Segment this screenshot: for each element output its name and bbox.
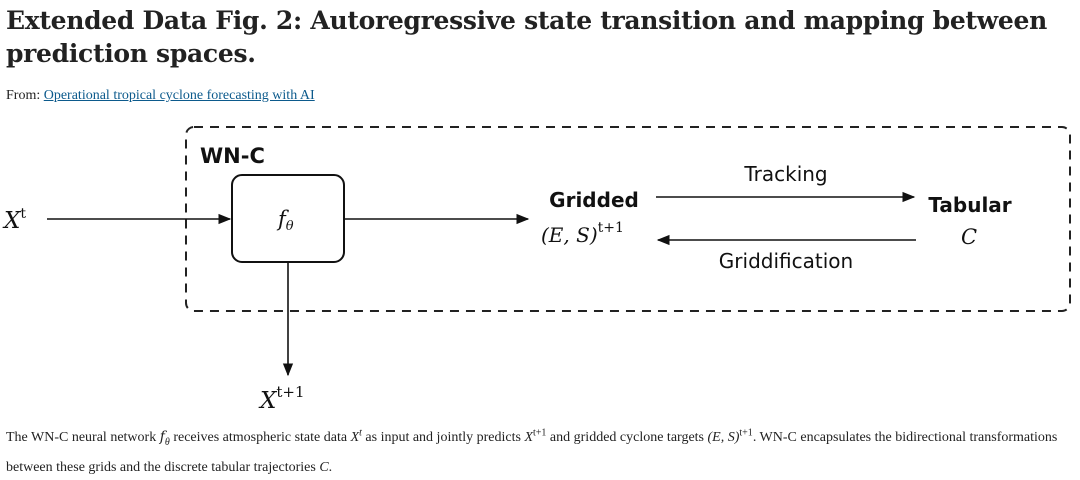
gridded-targets-sup: t+1 (598, 220, 624, 236)
tabular-trajectories: C (961, 225, 977, 249)
caption-es-sup: t+1 (739, 427, 753, 439)
caption-text-3: as input and jointly predicts (361, 430, 525, 445)
caption-text-1: The WN-C neural network (6, 430, 160, 445)
output-state: Xt+1 (258, 383, 305, 414)
caption-x2-sup: t+1 (533, 427, 547, 439)
network-box (231, 174, 345, 263)
diagram: WN-C Xt fθ Xt+1 Gridded (E, S)t+1 Tracki… (2, 126, 1071, 414)
network-function-symbol: f (276, 207, 289, 231)
caption-x2: X (524, 430, 533, 445)
caption-f: f (159, 429, 165, 445)
caption-es: (E, S) (707, 430, 740, 445)
network-function-sub: θ (286, 219, 294, 234)
output-state-symbol: X (258, 388, 278, 414)
griddification-label: Griddification (719, 249, 853, 273)
caption-x1-sup: t (359, 427, 362, 439)
gridded-targets: (E, S)t+1 (541, 220, 624, 247)
caption-x1: X (350, 430, 360, 445)
from-label: From: (6, 88, 41, 103)
input-state: Xt (2, 206, 26, 234)
source-article-link[interactable]: Operational tropical cyclone forecasting… (43, 88, 315, 103)
caption-text-5: . WN-C encapsulates the bidirectional tr… (6, 430, 1058, 475)
gridded-targets-math: (E, S) (541, 223, 598, 247)
gridded-title: Gridded (549, 188, 639, 212)
caption-text-4: and gridded cyclone targets (546, 430, 708, 445)
input-state-sup: t (20, 206, 26, 222)
tabular-title: Tabular (928, 193, 1011, 217)
output-state-sup: t+1 (276, 383, 304, 401)
caption-theta: θ (164, 436, 170, 448)
tracking-label: Tracking (743, 162, 827, 186)
caption-c: C (319, 459, 329, 475)
caption-text-6: . (328, 459, 333, 475)
wnc-boundary (185, 126, 1071, 312)
network-function: fθ (276, 207, 294, 234)
source-line: From: Operational tropical cyclone forec… (6, 88, 315, 104)
wnc-label: WN-C (200, 144, 265, 168)
caption-text-2: receives atmospheric state data (169, 430, 351, 445)
figure-title: Extended Data Fig. 2: Autoregressive sta… (6, 6, 1047, 68)
input-state-symbol: X (2, 208, 22, 234)
figure-caption: The WN-C neural network fθ receives atmo… (6, 425, 1076, 480)
